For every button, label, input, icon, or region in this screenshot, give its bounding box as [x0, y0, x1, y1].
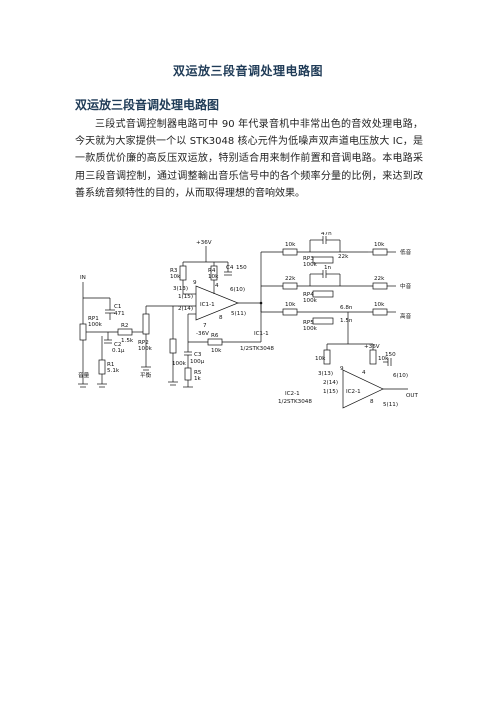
svg-text:100μ: 100μ: [190, 359, 205, 365]
rp5-treble-pot: [312, 317, 334, 325]
svg-text:C1: C1: [114, 304, 122, 310]
ic1-opamp: [195, 285, 239, 321]
svg-text:R2: R2: [121, 323, 128, 329]
svg-text:R4: R4: [208, 268, 216, 274]
svg-text:100k: 100k: [172, 361, 187, 367]
svg-text:150: 150: [385, 352, 396, 358]
volume-label: 音量: [78, 371, 90, 379]
ic2-opamp: [342, 369, 384, 409]
svg-text:1.5n: 1.5n: [340, 318, 353, 324]
svg-text:R3: R3: [170, 268, 178, 274]
svg-text:RP5: RP5: [303, 320, 314, 326]
svg-text:+36V: +36V: [196, 240, 212, 246]
svg-text:1(15): 1(15): [178, 294, 193, 300]
svg-text:RP1: RP1: [88, 316, 99, 322]
svg-text:9: 9: [193, 280, 197, 286]
input-label: IN: [80, 275, 86, 281]
bass-label: 低音: [400, 248, 412, 256]
svg-text:1(15): 1(15): [323, 389, 338, 395]
svg-text:IC2-1: IC2-1: [346, 389, 361, 395]
page-title: 双运放三段音调处理电路图: [172, 64, 323, 78]
svg-text:6(10): 6(10): [393, 373, 408, 379]
svg-text:-36V: -36V: [196, 331, 209, 337]
svg-text:1.5k: 1.5k: [121, 338, 134, 344]
svg-text:1n: 1n: [324, 265, 332, 271]
svg-text:47n: 47n: [321, 232, 332, 237]
svg-text:10k: 10k: [208, 274, 219, 280]
svg-text:100k: 100k: [303, 298, 318, 304]
svg-text:100k: 100k: [303, 326, 318, 332]
svg-text:8: 8: [219, 315, 223, 321]
svg-text:10k: 10k: [170, 274, 181, 280]
svg-text:8: 8: [370, 399, 374, 405]
svg-text:RP3: RP3: [303, 256, 314, 262]
svg-text:1k: 1k: [194, 376, 202, 382]
svg-text:6.8n: 6.8n: [340, 305, 353, 311]
body-paragraph: 三段式音调控制器电路可中 90 年代录音机中非常出色的音效处理电路，今天就为大家…: [75, 119, 423, 199]
svg-text:3(13): 3(13): [318, 371, 333, 377]
svg-text:2(14): 2(14): [323, 380, 338, 386]
rp1-volume-pot: [79, 323, 87, 341]
svg-text:10k: 10k: [374, 242, 385, 248]
balance-label: 平衡: [140, 371, 152, 379]
svg-text:C4: C4: [226, 265, 234, 271]
svg-text:1/2STK3048: 1/2STK3048: [278, 399, 312, 405]
svg-text:4: 4: [362, 370, 366, 376]
svg-text:10k: 10k: [378, 356, 389, 362]
rp4-mid-pot: [312, 290, 334, 298]
tone-control-schematic: IN C1 471 RP1 100k 音量 R1 5.1k R2 1.5k C2…: [78, 232, 418, 409]
svg-text:22k: 22k: [374, 276, 385, 282]
svg-text:10k: 10k: [285, 242, 296, 248]
svg-text:RP4: RP4: [303, 292, 314, 298]
svg-text:22k: 22k: [338, 254, 349, 260]
svg-text:7: 7: [203, 323, 207, 329]
output-label: OUT: [406, 393, 418, 399]
svg-text:10k: 10k: [374, 302, 385, 308]
svg-text:5(11): 5(11): [383, 402, 398, 408]
svg-text:IC1-1: IC1-1: [200, 302, 215, 308]
mid-label: 中音: [400, 282, 412, 290]
svg-text:9: 9: [340, 366, 344, 372]
svg-text:5.1k: 5.1k: [107, 368, 120, 374]
svg-text:C3: C3: [194, 352, 202, 358]
svg-text:R1: R1: [107, 362, 115, 368]
svg-text:IC2-1: IC2-1: [285, 391, 300, 397]
svg-text:+36V: +36V: [364, 344, 380, 350]
svg-text:C2: C2: [114, 342, 121, 348]
svg-text:10k: 10k: [315, 356, 326, 362]
svg-text:4: 4: [215, 283, 219, 289]
svg-text:22k: 22k: [285, 276, 296, 282]
svg-text:5(11): 5(11): [231, 311, 246, 317]
svg-text:1/2STK3048: 1/2STK3048: [240, 346, 274, 352]
svg-text:100k: 100k: [303, 262, 318, 268]
svg-text:2(14): 2(14): [178, 306, 193, 312]
svg-text:10k: 10k: [285, 302, 296, 308]
svg-text:3(13): 3(13): [173, 286, 188, 292]
svg-text:0.1μ: 0.1μ: [112, 348, 125, 354]
svg-text:10k: 10k: [211, 348, 222, 354]
svg-text:6(10): 6(10): [230, 287, 245, 293]
svg-text:100k: 100k: [138, 346, 153, 352]
svg-text:471: 471: [114, 311, 125, 317]
svg-text:150: 150: [236, 265, 247, 271]
svg-text:R6: R6: [211, 333, 219, 339]
rp3-bass-pot: [312, 256, 334, 264]
rp2-balance-pot: [142, 313, 150, 335]
svg-text:RP2: RP2: [138, 340, 149, 346]
svg-text:100k: 100k: [88, 322, 103, 328]
section-heading: 双运放三段音调处理电路图: [75, 98, 220, 112]
svg-text:R5: R5: [194, 370, 202, 376]
treble-label: 高音: [400, 312, 412, 320]
svg-text:IC1-1: IC1-1: [254, 331, 269, 337]
